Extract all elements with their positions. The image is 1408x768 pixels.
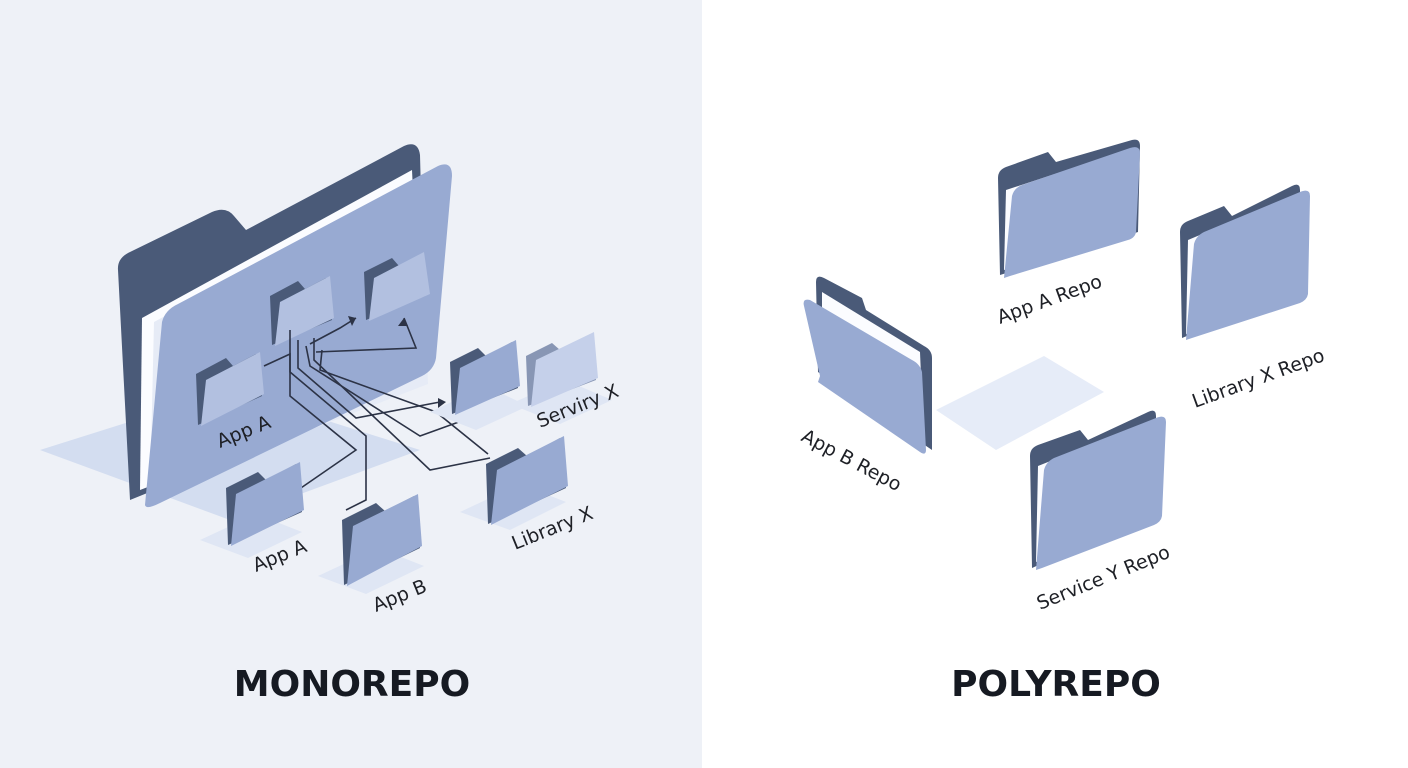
monorepo-folder-app-b-icon [318,494,424,594]
polyrepo-service-y-repo-folder-icon [1030,410,1166,570]
monorepo-folder-library-x-icon [460,436,568,530]
polyrepo-app-b-repo-folder-icon [803,276,932,454]
monorepo-title: MONOREPO [234,664,470,705]
polyrepo-floor-shadow [936,356,1104,450]
monorepo-folder-top-middle-icon [430,340,528,430]
monorepo-nested-folder-app-a-icon [196,352,264,426]
monorepo-folder-service-x-icon [510,332,612,424]
polyrepo-title: POLYREPO [951,664,1161,705]
monorepo-nested-folder-right-icon [364,252,430,321]
polyrepo-app-a-repo-folder-icon [998,139,1140,278]
monorepo-nested-folder-center-icon [270,276,334,346]
monorepo-section: App A Serviry X Library X App A App B MO… [40,144,622,705]
monorepo-folder-app-a-icon [200,462,304,558]
polyrepo-library-x-repo-folder-icon [1180,184,1310,340]
